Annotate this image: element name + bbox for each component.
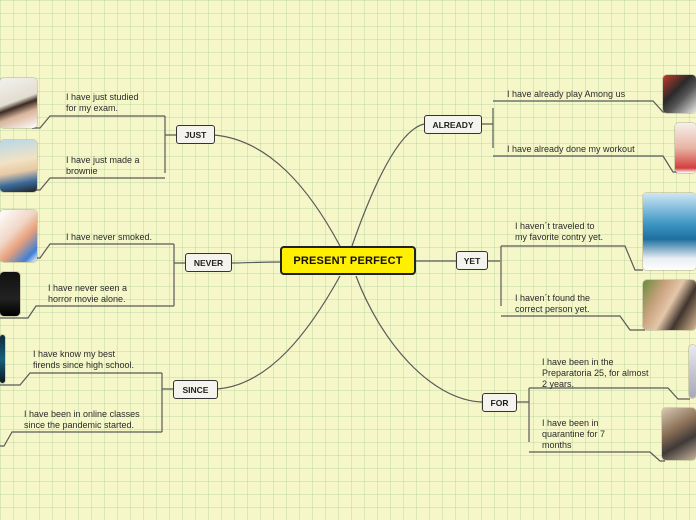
leaf-just-2[interactable]: I have just made a brownie	[66, 155, 140, 176]
topic-for[interactable]: FOR	[482, 393, 517, 412]
leaf-for-1[interactable]: I have been in the Preparatoria 25, for …	[542, 357, 649, 389]
photo-brownie	[0, 140, 37, 192]
leaf-never-1[interactable]: I have never smoked.	[66, 232, 153, 242]
central-topic-label: PRESENT PERFECT	[293, 254, 403, 267]
photo-studying	[0, 78, 37, 128]
topic-yet[interactable]: YET	[456, 251, 488, 270]
photo-smoking	[0, 210, 37, 262]
photo-workout	[675, 123, 696, 173]
leaf-already-2[interactable]: I have already done my workout	[507, 144, 635, 154]
topic-never-label: NEVER	[193, 257, 224, 268]
leaf-never-2[interactable]: I have never seen a horror movie alone.	[48, 283, 128, 304]
topic-since-label: SINCE	[182, 384, 209, 395]
photo-travel	[643, 193, 696, 270]
leaf-just-1[interactable]: I have just studied for my exam.	[66, 92, 139, 113]
topic-never[interactable]: NEVER	[185, 253, 232, 272]
photo-friends	[0, 335, 5, 383]
topic-just-label: JUST	[184, 129, 207, 140]
topic-already[interactable]: ALREADY	[424, 115, 482, 134]
leaf-already-1[interactable]: I have already play Among us	[507, 89, 626, 99]
topic-already-label: ALREADY	[432, 119, 474, 130]
topic-just[interactable]: JUST	[176, 125, 215, 144]
topic-for-label: FOR	[490, 397, 509, 408]
photo-couple	[643, 280, 696, 330]
leaf-since-1[interactable]: I have know my best firends since high s…	[33, 349, 135, 370]
photo-horror	[0, 272, 20, 316]
central-topic[interactable]: PRESENT PERFECT	[280, 246, 416, 275]
leaf-for-2[interactable]: I have been in quarantine for 7 months	[542, 418, 606, 450]
photo-among-us	[663, 75, 696, 113]
topic-since[interactable]: SINCE	[173, 380, 218, 399]
leaf-yet-2[interactable]: I haven´t found the correct person yet.	[515, 293, 591, 314]
photo-school	[689, 345, 696, 398]
topic-yet-label: YET	[463, 255, 481, 266]
leaf-yet-1[interactable]: I haven´t traveled to my favorite contry…	[515, 221, 604, 242]
photo-quarantine	[662, 408, 696, 460]
leaf-since-2[interactable]: I have been in online classes since the …	[24, 409, 140, 430]
